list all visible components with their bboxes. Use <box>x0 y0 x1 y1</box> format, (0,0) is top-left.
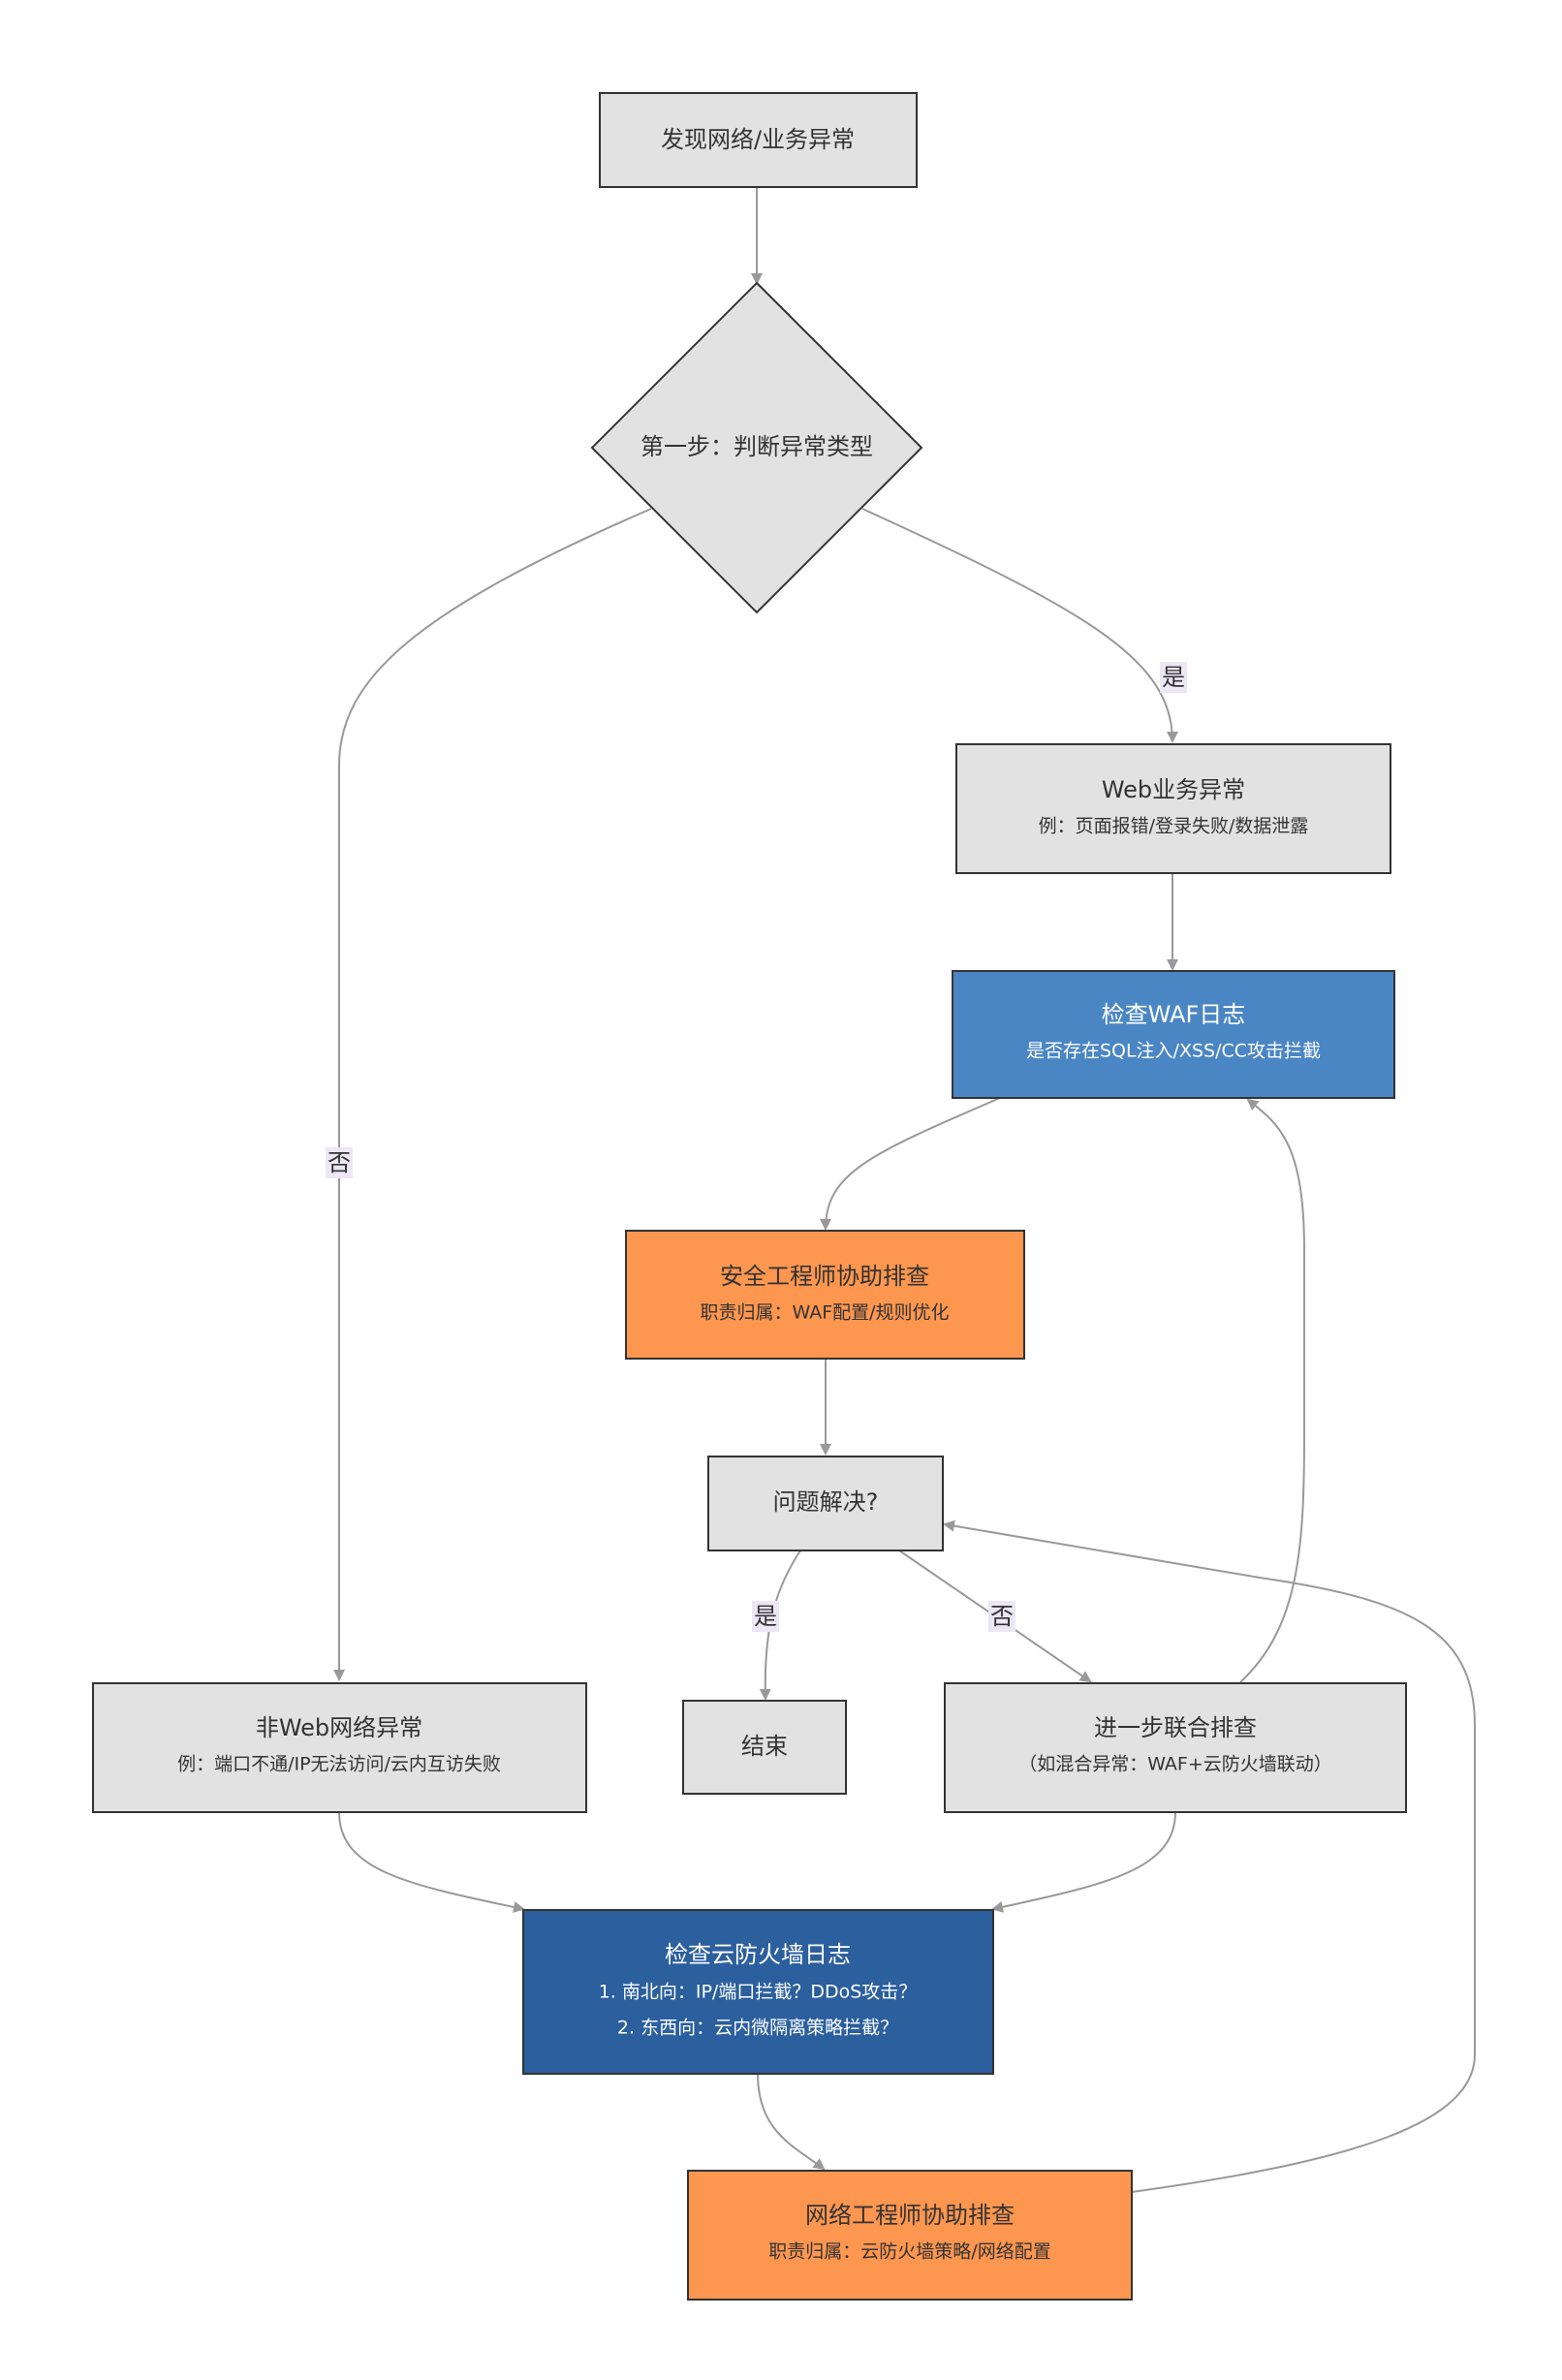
edge-cfw-net <box>757 2073 826 2171</box>
node-check-waf: 检查WAF日志 是否存在SQL注入/XSS/CC攻击拦截 <box>952 970 1395 1099</box>
edge-joint-cfw <box>991 1811 1176 1913</box>
edge-label-yes-web: 是 <box>1160 662 1187 693</box>
svg-text:例：页面报错/登录失败/数据泄露: 例：页面报错/登录失败/数据泄露 <box>1039 816 1309 837</box>
svg-text:网络工程师协助排查: 网络工程师协助排查 <box>805 2202 1015 2229</box>
node-non-web-anomaly: 非Web网络异常 例：端口不通/IP无法访问/云内互访失败 <box>92 1682 587 1813</box>
svg-text:职责归属：WAF配置/规则优化: 职责归属：WAF配置/规则优化 <box>700 1302 949 1324</box>
svg-text:非Web网络异常: 非Web网络异常 <box>256 1714 422 1741</box>
edge-net-solved <box>943 1519 1476 2193</box>
svg-text:进一步联合排查: 进一步联合排查 <box>1094 1714 1257 1741</box>
node-network-engineer: 网络工程师协助排查 职责归属：云防火墙策略/网络配置 <box>687 2170 1133 2301</box>
node-joint-investigation: 进一步联合排查 （如混合异常：WAF+云防火墙联动） <box>944 1682 1407 1813</box>
edge-label-no-nonweb: 否 <box>326 1147 353 1178</box>
edge-joint-waf <box>1239 1098 1305 1683</box>
edge-decision-nonweb <box>333 508 652 1681</box>
svg-text:发现网络/业务异常: 发现网络/业务异常 <box>661 126 855 153</box>
edges <box>333 187 1476 2193</box>
svg-text:结束: 结束 <box>741 1733 788 1760</box>
svg-text:（如混合异常：WAF+云防火墙联动）: （如混合异常：WAF+云防火墙联动） <box>1018 1754 1332 1775</box>
svg-text:否: 否 <box>990 1603 1014 1630</box>
node-start: 发现网络/业务异常 <box>599 92 918 188</box>
svg-text:安全工程师协助排查: 安全工程师协助排查 <box>720 1263 929 1290</box>
svg-text:否: 否 <box>328 1149 351 1176</box>
svg-text:是: 是 <box>1162 664 1185 691</box>
svg-text:检查云防火墙日志: 检查云防火墙日志 <box>665 1941 851 1968</box>
edge-nonweb-cfw <box>338 1811 525 1913</box>
svg-text:Web业务异常: Web业务异常 <box>1102 776 1245 803</box>
svg-text:是: 是 <box>754 1603 777 1630</box>
svg-text:2. 东西向：云内微隔离策略拦截？: 2. 东西向：云内微隔离策略拦截？ <box>617 2018 898 2039</box>
svg-text:第一步：判断异常类型: 第一步：判断异常类型 <box>640 433 873 460</box>
svg-text:1. 南北向：IP/端口拦截？DDoS攻击？: 1. 南北向：IP/端口拦截？DDoS攻击？ <box>599 1982 918 2003</box>
node-problem-solved: 问题解决? <box>707 1456 944 1551</box>
svg-text:例：端口不通/IP无法访问/云内互访失败: 例：端口不通/IP无法访问/云内互访失败 <box>177 1754 501 1775</box>
svg-text:问题解决?: 问题解决? <box>773 1488 879 1516</box>
node-decision: 第一步：判断异常类型 <box>590 281 923 614</box>
edge-label-no-joint: 否 <box>988 1601 1015 1632</box>
node-check-cloud-firewall: 检查云防火墙日志 1. 南北向：IP/端口拦截？DDoS攻击？ 2. 东西向：云… <box>522 1909 994 2075</box>
node-web-anomaly: Web业务异常 例：页面报错/登录失败/数据泄露 <box>955 743 1391 874</box>
svg-text:职责归属：云防火墙策略/网络配置: 职责归属：云防火墙策略/网络配置 <box>768 2241 1050 2263</box>
edge-decision-web <box>861 508 1178 743</box>
edge-label-yes-end: 是 <box>752 1601 779 1632</box>
edge-waf-sec <box>820 1097 1001 1231</box>
node-end: 结束 <box>682 1700 847 1795</box>
node-security-engineer: 安全工程师协助排查 职责归属：WAF配置/规则优化 <box>625 1230 1025 1360</box>
svg-text:检查WAF日志: 检查WAF日志 <box>1102 1001 1246 1028</box>
svg-text:是否存在SQL注入/XSS/CC攻击拦截: 是否存在SQL注入/XSS/CC攻击拦截 <box>1026 1041 1321 1062</box>
